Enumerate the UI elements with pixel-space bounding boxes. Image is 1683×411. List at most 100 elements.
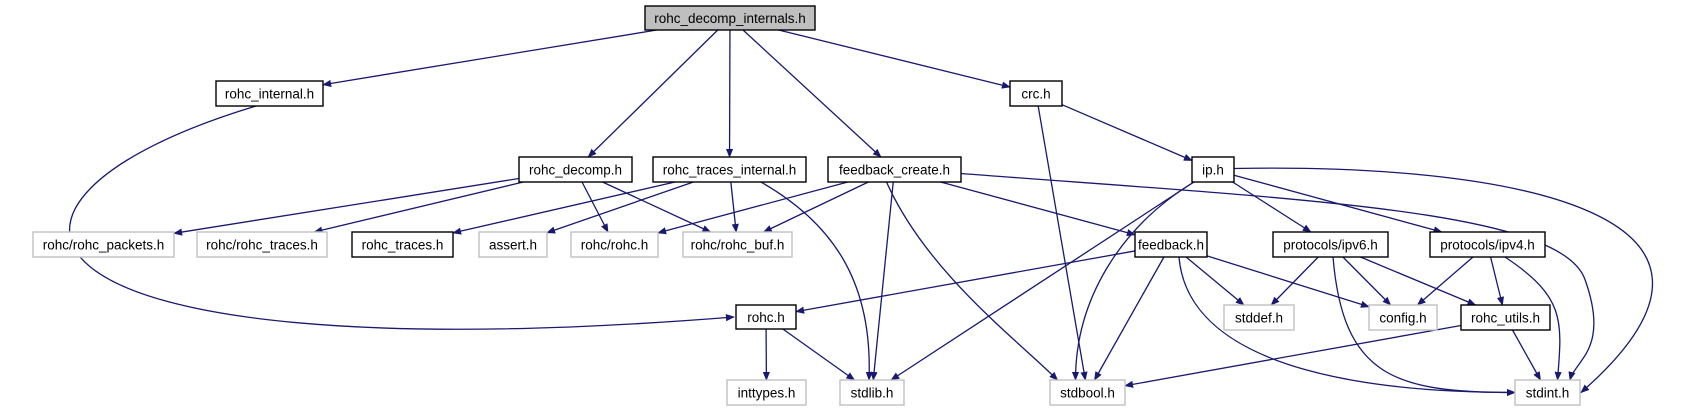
node-label: rohc/rohc_packets.h — [43, 238, 165, 253]
node-box — [827, 156, 962, 183]
node-rohc_traces_internal[interactable]: rohc_traces_internal.h — [652, 156, 807, 183]
node-crc[interactable]: crc.h — [1009, 80, 1063, 107]
edge-rohc_internal-to-rohc — [69, 105, 735, 330]
edge-rohc_decomp-to-rohc_buf — [602, 181, 712, 233]
edge-feedback_create-to-stdbool — [885, 181, 1059, 381]
node-label: feedback_create.h — [839, 163, 950, 178]
node-box — [518, 156, 633, 183]
nodes-layer: rohc_decomp_internals.h rohc_internal.h cr… — [32, 5, 1581, 406]
node-label: rohc_utils.h — [1471, 311, 1540, 326]
node-label: crc.h — [1021, 87, 1050, 102]
node-box — [1272, 231, 1389, 258]
edge-rohc_decomp_internals-to-rohc_internal — [322, 29, 657, 87]
node-rohc_rohc: rohc/rohc.h — [570, 231, 659, 258]
node-rohc_traces[interactable]: rohc_traces.h — [351, 231, 454, 258]
edge-ipv4-to-rohc_utils — [1489, 256, 1504, 306]
node-rohc_traces_ext: rohc/rohc_traces.h — [196, 231, 328, 258]
node-label: rohc.h — [747, 310, 785, 325]
node-box — [1223, 304, 1295, 331]
node-stddef: stddef.h — [1223, 304, 1295, 331]
node-box — [215, 80, 324, 107]
node-box — [570, 231, 659, 258]
edge-ipv6-to-rohc_utils — [1360, 256, 1477, 306]
node-label: stddef.h — [1235, 311, 1283, 326]
node-label: stdint.h — [1526, 386, 1570, 401]
node-box — [682, 231, 793, 258]
node-box — [1368, 304, 1438, 331]
node-rohc[interactable]: rohc.h — [735, 304, 797, 330]
edge-rohc_traces_internal-to-rohc_traces — [452, 181, 676, 235]
node-ipv6[interactable]: protocols/ipv6.h — [1272, 231, 1389, 258]
edge-feedback_create-to-feedback — [940, 181, 1136, 237]
edge-rohc_traces_internal-to-assert — [546, 181, 694, 234]
node-ipv4[interactable]: protocols/ipv4.h — [1429, 231, 1546, 258]
edge-ip-to-stdlib — [890, 181, 1195, 381]
node-rohc_decomp_internals[interactable]: rohc_decomp_internals.h — [644, 5, 816, 31]
edge-ip-to-ipv6 — [1232, 181, 1312, 233]
node-rohc_internal[interactable]: rohc_internal.h — [215, 80, 324, 107]
edge-ipv6-to-stdint — [1332, 256, 1516, 397]
node-rohc_decomp[interactable]: rohc_decomp.h — [518, 156, 633, 183]
node-label: rohc_traces.h — [362, 238, 444, 253]
edge-rohc_utils-to-stdint — [1511, 329, 1542, 381]
edges-layer — [69, 29, 1654, 397]
node-stdbool: stdbool.h — [1049, 379, 1126, 406]
node-config: config.h — [1368, 304, 1438, 331]
node-box — [1460, 304, 1551, 331]
node-feedback[interactable]: feedback.h — [1134, 231, 1208, 258]
node-label: rohc/rohc_buf.h — [691, 238, 785, 253]
edge-feedback_create-to-stdlib — [870, 181, 894, 381]
node-label: ip.h — [1202, 163, 1224, 178]
edge-rohc_decomp_internals-to-crc — [778, 29, 1011, 89]
node-box — [32, 231, 175, 258]
edge-ipv6-to-stddef — [1270, 256, 1319, 306]
node-label: stdbool.h — [1060, 386, 1115, 401]
edge-rohc_utils-to-stdbool — [1124, 324, 1462, 388]
edge-rohc-to-stdlib — [782, 328, 856, 381]
edge-feedback_create-to-rohc_rohc — [657, 181, 849, 235]
edge-ip-to-ipv4 — [1233, 174, 1443, 234]
edge-rohc_decomp_internals-to-feedback_create — [742, 29, 882, 158]
node-rohc_utils[interactable]: rohc_utils.h — [1460, 304, 1551, 331]
node-label: rohc/rohc_traces.h — [206, 238, 318, 253]
node-label: feedback.h — [1138, 238, 1204, 253]
node-label: rohc_decomp_internals.h — [654, 11, 806, 26]
edge-rohc_traces_internal-to-rohc_buf — [730, 181, 739, 233]
node-box — [351, 231, 454, 258]
node-box — [1049, 379, 1126, 406]
node-label: rohc_traces_internal.h — [663, 163, 797, 178]
node-box — [735, 304, 797, 330]
node-label: rohc_decomp.h — [529, 163, 622, 178]
node-label: protocols/ipv6.h — [1283, 238, 1378, 253]
edge-rohc_traces_internal-to-stdlib — [760, 181, 873, 381]
node-label: protocols/ipv4.h — [1440, 238, 1535, 253]
node-label: stdlib.h — [851, 386, 894, 401]
node-box — [726, 379, 807, 406]
edge-feedback-to-stdbool — [1093, 256, 1165, 381]
node-ip[interactable]: ip.h — [1191, 156, 1235, 183]
edge-ipv4-to-stdint — [1504, 256, 1562, 381]
edge-crc-to-stdbool — [1037, 105, 1088, 381]
node-label: rohc_internal.h — [225, 87, 314, 102]
node-box — [1009, 80, 1063, 107]
edge-rohc_decomp_internals-to-rohc_decomp — [587, 29, 719, 158]
edge-feedback_create-to-stdint — [960, 172, 1595, 381]
edge-rohc_decomp-to-rohc_packets — [173, 177, 520, 236]
node-box — [652, 156, 807, 183]
node-box — [478, 231, 548, 258]
node-box — [839, 379, 905, 406]
edge-crc-to-ip — [1061, 104, 1193, 162]
edge-ip-to-stdbool — [1071, 181, 1195, 381]
node-feedback_create[interactable]: feedback_create.h — [827, 156, 962, 183]
edge-feedback-to-config — [1206, 255, 1370, 308]
node-box — [1134, 231, 1208, 258]
node-label: inttypes.h — [738, 386, 796, 401]
node-label: rohc/rohc.h — [581, 238, 649, 253]
node-box — [1429, 231, 1546, 258]
node-box — [1514, 379, 1581, 406]
edge-ipv6-to-config — [1342, 256, 1392, 306]
edge-rohc_decomp-to-rohc_rohc — [581, 181, 609, 233]
node-box — [196, 231, 328, 258]
edge-feedback-to-stddef — [1185, 256, 1245, 306]
